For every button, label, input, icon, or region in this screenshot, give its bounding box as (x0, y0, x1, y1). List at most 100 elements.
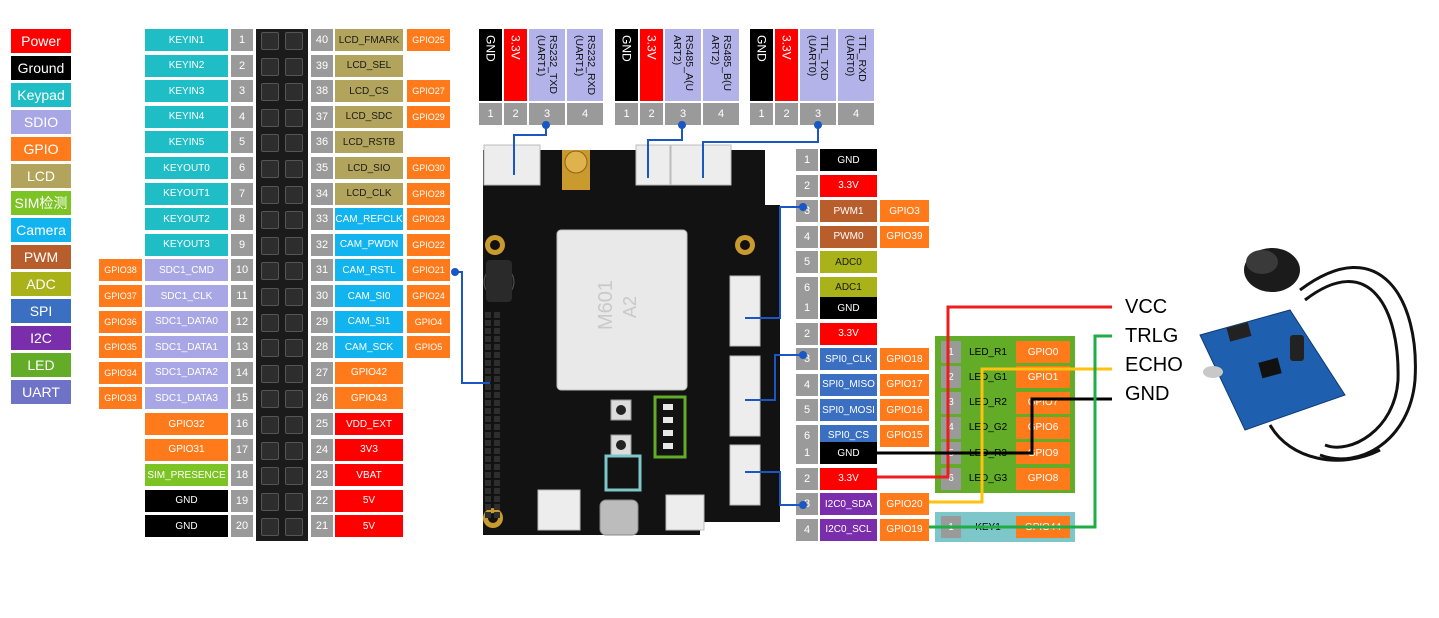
module-m601 (556, 229, 688, 391)
pin-number: 2 (231, 54, 253, 77)
pin-number: 7 (231, 182, 253, 205)
board-pin (485, 456, 491, 462)
board-pin (485, 480, 491, 486)
pin-function-label: VBAT (335, 464, 403, 487)
pin-function-label: KEYIN1 (145, 29, 228, 51)
sensor-pin-label: ECHO (1125, 354, 1183, 376)
header-pin (261, 185, 279, 204)
pin-function-label: SDC1_DATA1 (145, 336, 228, 359)
board-pin (485, 424, 491, 430)
legend-item: ADC (11, 272, 71, 296)
onboard-led (663, 443, 673, 449)
gpio-label: GPIO20 (880, 493, 929, 515)
battery-connector (537, 489, 581, 531)
pin-number: 37 (311, 105, 333, 128)
header-pin (261, 441, 279, 460)
legend-item: Keypad (11, 83, 71, 107)
uart-pin-label: GND (615, 29, 638, 101)
legend-item: Ground (11, 56, 71, 80)
header-pin (285, 160, 303, 178)
header-pin (285, 83, 303, 102)
header-pin (285, 185, 303, 204)
header-pin (285, 467, 303, 486)
board-pin (494, 320, 500, 326)
header-pin (261, 339, 279, 358)
uart-pin-number: 4 (838, 103, 874, 125)
board-pin (494, 400, 500, 406)
sensor-probe-face (1246, 250, 1278, 274)
sensor-pin-label: GND (1125, 383, 1170, 405)
onboard-led (663, 404, 673, 410)
pin-number: 40 (311, 29, 333, 51)
sensor-pin-header (1226, 322, 1252, 342)
header-pin (261, 83, 279, 102)
header-pin (261, 518, 279, 537)
pin-function-label: KEYOUT1 (145, 182, 228, 205)
pin-number: 39 (311, 54, 333, 77)
gpio-label: GPIO36 (99, 310, 142, 333)
conn-function-label: 3.3V (820, 174, 877, 197)
board-pin (494, 312, 500, 318)
header-pin (285, 339, 303, 358)
sensor-chip (1258, 357, 1282, 379)
uart-pin-number: 2 (775, 103, 798, 125)
gpio-label: GPIO34 (99, 361, 142, 384)
board-pin (494, 352, 500, 358)
pin-function-label: GPIO31 (145, 438, 228, 461)
pin-number: 15 (231, 387, 253, 410)
board-pin (485, 488, 491, 494)
pin-function-label: SDC1_DATA0 (145, 310, 228, 333)
conn-function-label: SPI0_MISO (820, 373, 877, 396)
pin-number: 14 (231, 361, 253, 384)
gpio-label: GPIO38 (99, 259, 142, 282)
header-pin (285, 108, 303, 127)
pin-function-label: 3V3 (335, 438, 403, 461)
header-pin (261, 134, 279, 153)
conn-function-label: 3.3V (820, 467, 877, 490)
board-pin (485, 504, 491, 510)
sensor-pin-label: VCC (1125, 296, 1168, 318)
pin-function-label: CAM_RSTL (335, 259, 403, 282)
header-pin (285, 390, 303, 409)
header-pin (285, 57, 303, 76)
conn-pin-number: 1 (796, 442, 818, 464)
board-pin (485, 464, 491, 470)
pin-number: 12 (231, 310, 253, 333)
uart-pin-number: 3 (800, 103, 836, 125)
pin-number: 25 (311, 413, 333, 435)
uart-pin-label: TTL_RXD (UART0) (838, 29, 874, 101)
pin-number: 35 (311, 157, 333, 179)
board-pin (485, 432, 491, 438)
pin-function-label: LCD_SDC (335, 105, 403, 128)
header-pin (285, 518, 303, 537)
board-pin (485, 400, 491, 406)
gpio-label: GPIO33 (99, 387, 142, 410)
sensor-capacitor (1290, 335, 1304, 361)
legend-item: LED (11, 353, 71, 377)
header-pin (285, 364, 303, 383)
conn-pin-number: 2 (796, 174, 818, 197)
board-pin (485, 392, 491, 398)
uart-pin-label: 3.3V (775, 29, 798, 101)
conn-pin-number: 6 (796, 424, 818, 447)
module-brand-text: M601 (595, 280, 617, 330)
board-pin (494, 424, 500, 430)
conn-function-label: 3.3V (820, 322, 877, 345)
pin-number: 31 (311, 259, 333, 282)
header-pin (285, 313, 303, 332)
gpio-label: GPIO22 (407, 233, 450, 256)
pin-function-label: LCD_RSTB (335, 131, 403, 154)
uart-pin-label: RS232_RXD (UART1) (567, 29, 603, 101)
header-pin (261, 390, 279, 409)
conn-pin-number: 2 (796, 322, 818, 345)
legend-item: UART (11, 380, 71, 404)
legend-item: SPI (11, 299, 71, 323)
onboard-led (663, 430, 673, 436)
uart-pin-number: 3 (665, 103, 701, 125)
pin-function-label: LCD_SIO (335, 157, 403, 179)
pin-number: 27 (311, 361, 333, 384)
pin-number: 22 (311, 489, 333, 512)
pin-number: 10 (231, 259, 253, 282)
